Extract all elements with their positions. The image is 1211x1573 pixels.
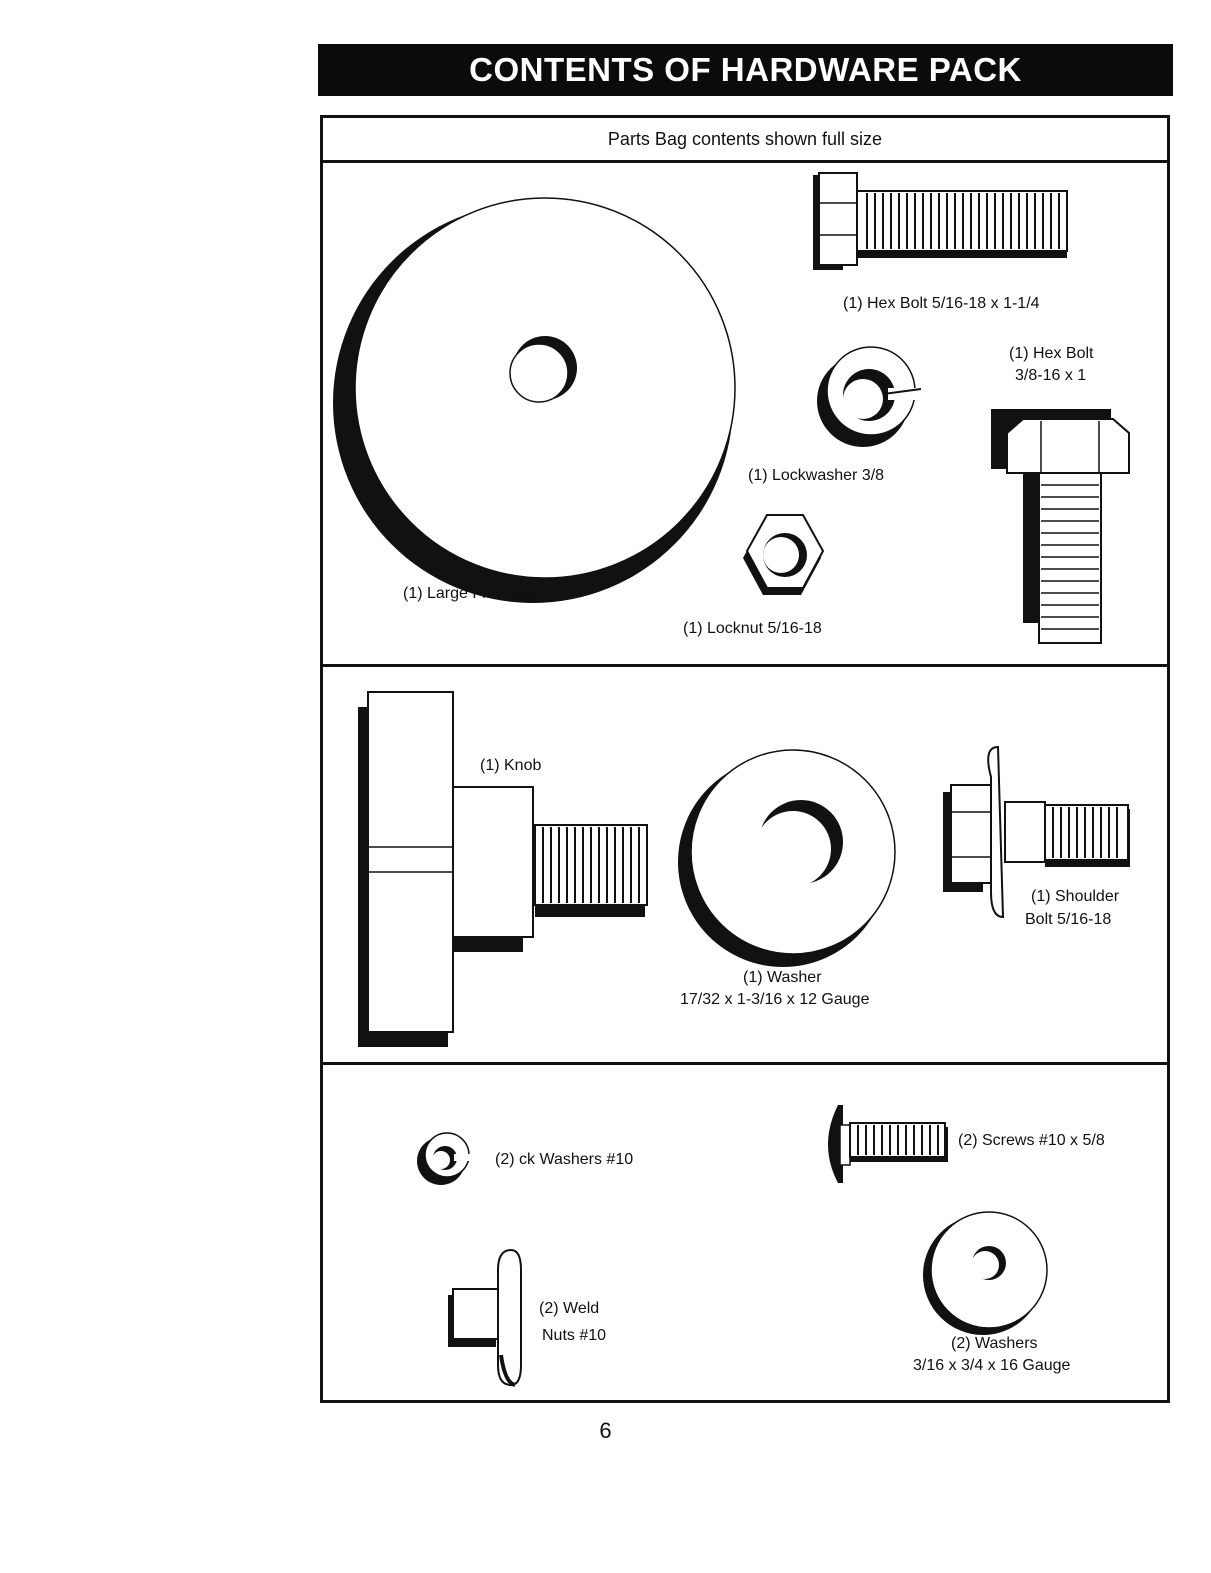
- washer-icon: [678, 749, 896, 967]
- screws-10-label: (2) Screws #10 x 5/8: [958, 1132, 1105, 1149]
- locknut-icon: [743, 514, 825, 595]
- section-middle: (1) Knob (1) Washer 17/32 x 1-3/16 x 12 …: [323, 667, 1167, 1065]
- hex-bolt-b-icon: [991, 409, 1130, 644]
- shoulder-bolt-icon: [943, 745, 1130, 919]
- washer-label-1: (1) Washer: [743, 969, 822, 986]
- hex-bolt-a-label: (1) Hex Bolt 5/16-18 x 1-1/4: [843, 295, 1040, 312]
- knob-icon: [358, 691, 648, 1047]
- large-flat-washer-icon: [333, 197, 736, 603]
- hardware-frame: Parts Bag contents shown full size: [320, 115, 1170, 1403]
- lockwasher-label: (1) Lockwasher 3/8: [748, 467, 885, 484]
- washers-small-icon: [923, 1211, 1048, 1335]
- washer-label-2: 17/32 x 1-3/16 x 12 Gauge: [680, 991, 870, 1008]
- hex-bolt-b-label-2: 3/8-16 x 1: [1015, 367, 1087, 384]
- washers-small-label-1: (2) Washers: [951, 1335, 1038, 1352]
- weld-nuts-label-2: Nuts #10: [542, 1327, 607, 1344]
- shoulder-bolt-label-1: (1) Shoulder: [1031, 888, 1120, 905]
- frame-header: Parts Bag contents shown full size: [323, 118, 1167, 163]
- knob-label: (1) Knob: [480, 757, 542, 774]
- screw-10-icon: [828, 1105, 948, 1183]
- locknut-label: (1) Locknut 5/16-18: [683, 620, 822, 637]
- section-top-art: [333, 172, 1130, 644]
- section-bottom: (2) ck Washers #10 (2) Screws #10 x 5/8 …: [323, 1065, 1167, 1400]
- hex-bolt-a-icon: [813, 172, 1068, 270]
- section-middle-art: [358, 691, 1130, 1047]
- lockwasher-icon: [817, 346, 923, 447]
- lock-washers-10-label: (2) ck Washers #10: [495, 1151, 634, 1168]
- large-flat-washer-label: (1) Large Flat Washer: [403, 585, 559, 602]
- washers-small-label-2: 3/16 x 3/4 x 16 Gauge: [913, 1357, 1071, 1374]
- page-title: CONTENTS OF HARDWARE PACK: [318, 44, 1173, 96]
- hex-bolt-b-label-1: (1) Hex Bolt: [1009, 345, 1094, 362]
- weld-nut-icon: [448, 1248, 522, 1387]
- page-number: 6: [599, 1418, 612, 1443]
- lock-washer-10-icon: [417, 1132, 474, 1185]
- weld-nuts-label-1: (2) Weld: [539, 1300, 600, 1317]
- section-top: (1) Large Flat Washer (1) Hex Bolt 5/16-…: [323, 163, 1167, 667]
- shoulder-bolt-label-2: Bolt 5/16-18: [1025, 911, 1112, 928]
- section-bottom-art: [417, 1105, 1048, 1387]
